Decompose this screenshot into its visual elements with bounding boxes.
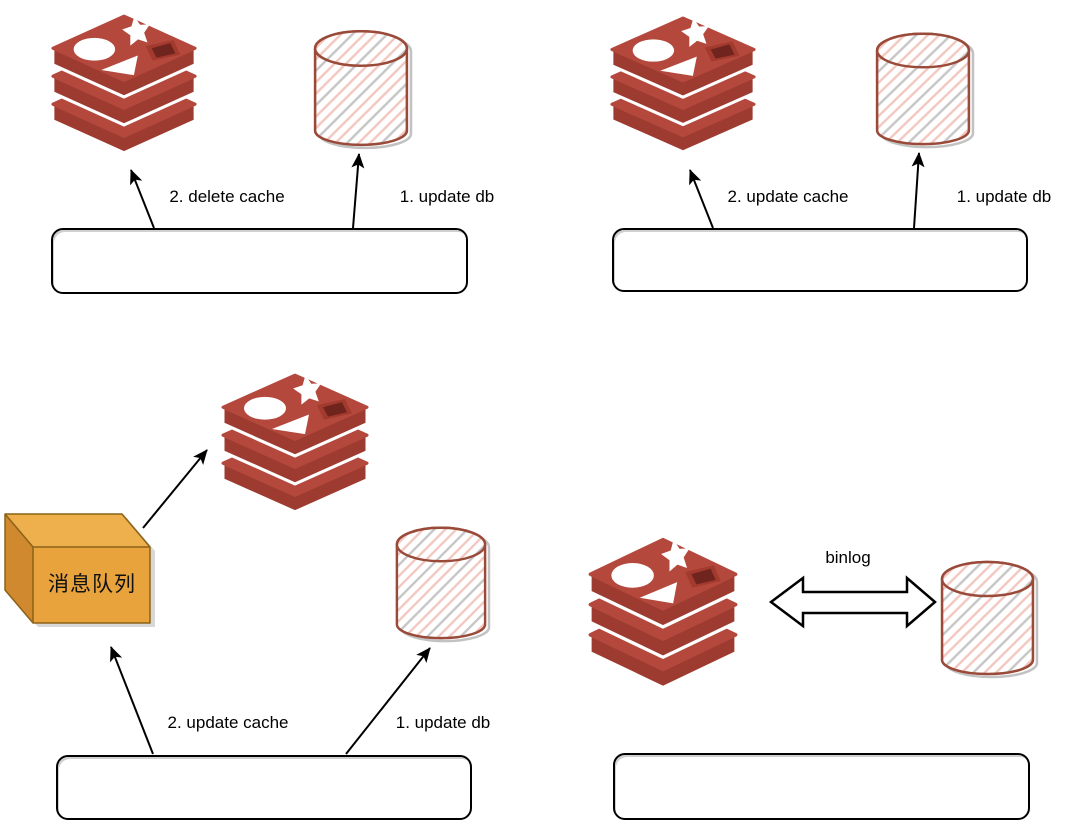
database-icon [313, 29, 413, 150]
arrow-update-db [911, 152, 925, 229]
database-icon [875, 32, 975, 149]
step-label-update-db: 1. update db [395, 713, 491, 733]
step-label-delete-cache: 2. delete cache [169, 187, 285, 207]
application-box [612, 228, 1028, 292]
binlog-label: binlog [825, 548, 871, 568]
redis-cache-icon [588, 537, 738, 690]
arrow-update-cache [689, 169, 714, 229]
arrow-delete-cache [130, 169, 155, 229]
redis-cache-icon [221, 373, 369, 514]
application-box [613, 753, 1030, 820]
binlog-double-arrow [768, 575, 937, 629]
arrow-queue-to-cache [142, 449, 208, 529]
database-icon [395, 526, 491, 643]
arrow-update-db [351, 153, 365, 229]
redis-cache-icon [51, 14, 197, 155]
redis-cache-icon [610, 16, 756, 154]
message-queue-icon [4, 513, 156, 628]
database-icon [940, 560, 1039, 679]
arrow-app-to-queue [110, 646, 154, 755]
step-label-update-cache: 2. update cache [727, 187, 849, 207]
step-label-update-cache: 2. update cache [167, 713, 289, 733]
application-box [56, 755, 472, 820]
arrow-app-to-db [345, 647, 431, 755]
step-label-update-db: 1. update db [956, 187, 1052, 207]
message-queue-label: 消息队列 [48, 572, 136, 596]
step-label-update-db: 1. update db [399, 187, 495, 207]
application-box [51, 228, 468, 294]
